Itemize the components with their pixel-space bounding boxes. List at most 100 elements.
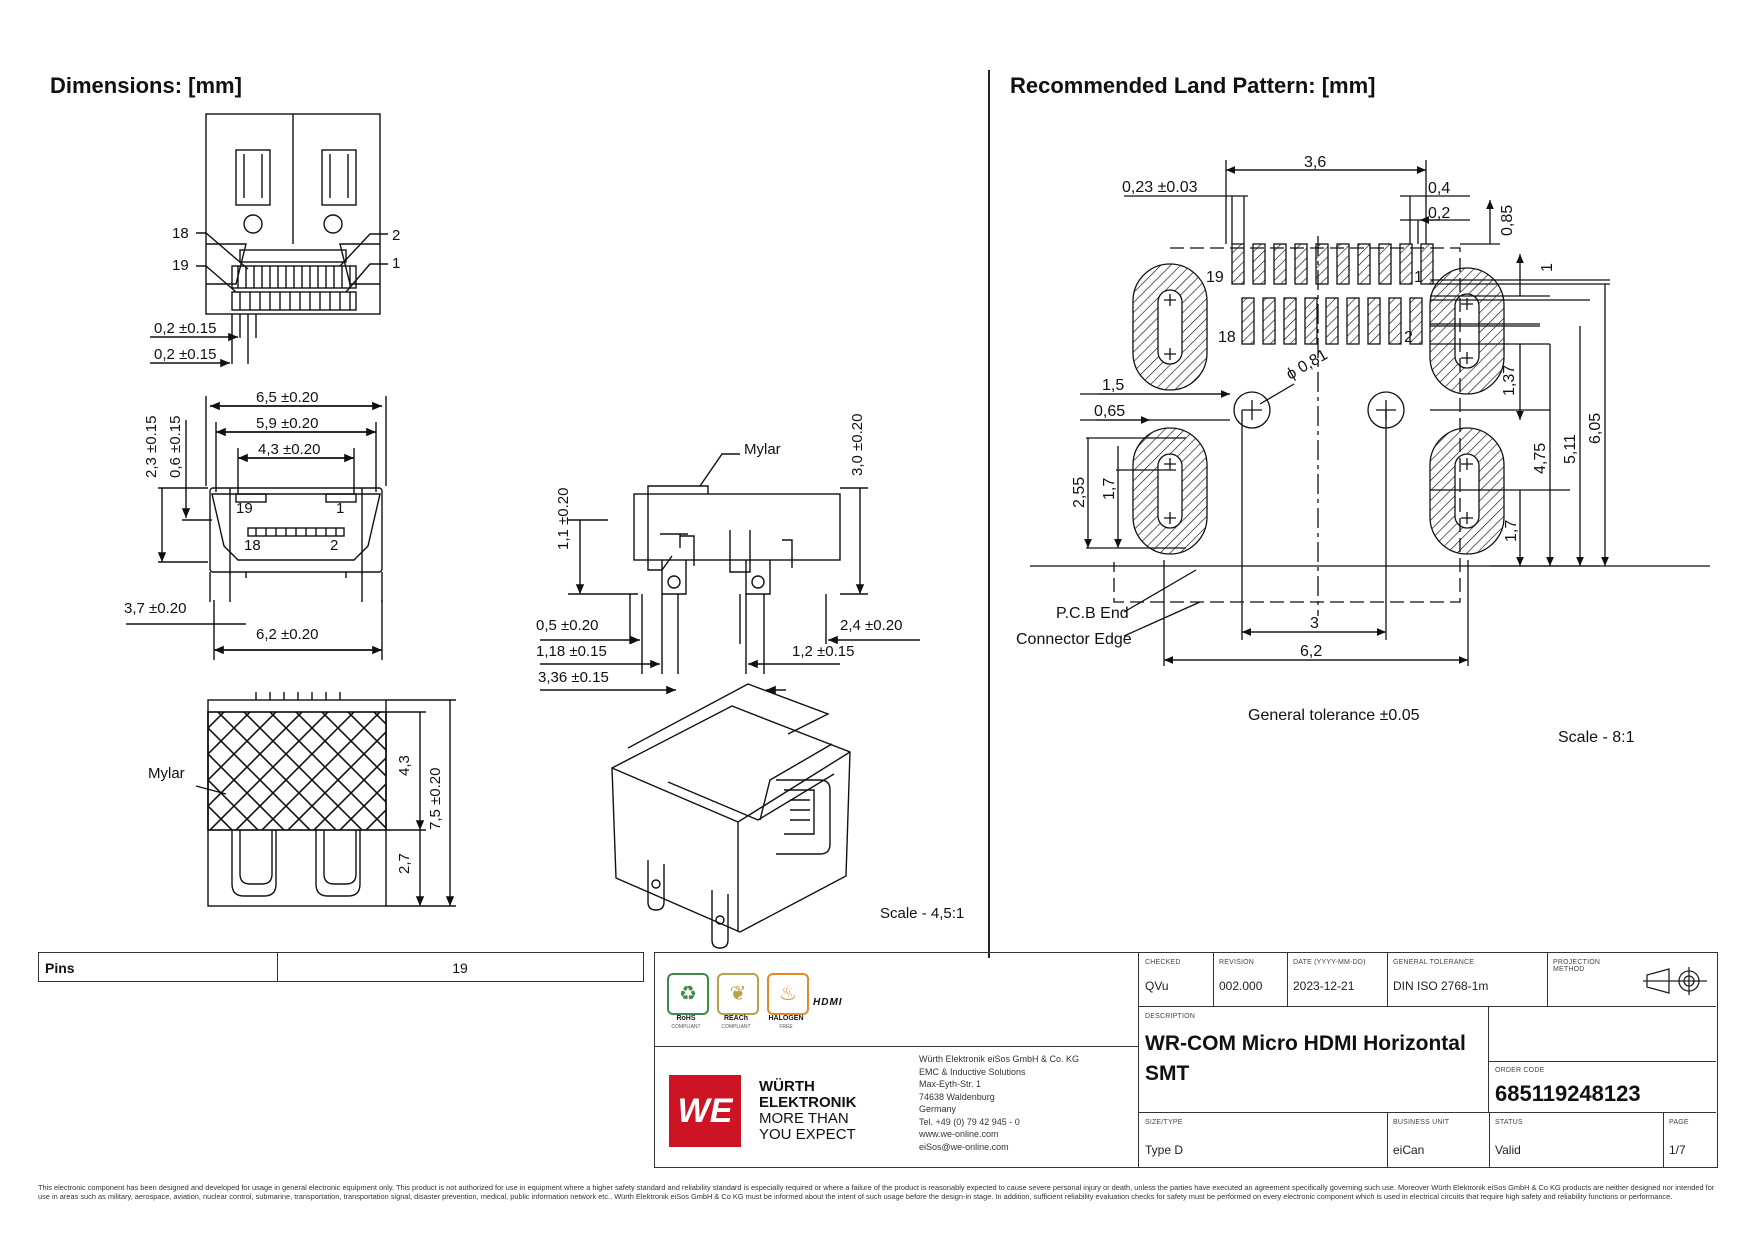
order-code-label: ORDER CODE [1495, 1067, 1545, 1074]
dimensions-title: Dimensions: [mm] [50, 73, 242, 98]
front-pin-1-label: 1 [336, 500, 344, 517]
side-dim-0-5: 0,5 ±0.20 [536, 617, 598, 634]
top-pin-18-label: 18 [172, 225, 189, 242]
bottom-height-7-5: 7,5 ±0.20 [427, 768, 444, 830]
company-address: Würth Elektronik eiSos GmbH & Co. KG EMC… [919, 1054, 1080, 1152]
land-dim-0-65: 0,65 [1094, 403, 1125, 420]
order-code: 685119248123 [1495, 1081, 1641, 1106]
top-dim-1: 0,2 ±0.15 [154, 320, 216, 337]
top-pin-19-label: 19 [172, 257, 189, 274]
company-slogan-1: MORE THAN [759, 1110, 849, 1127]
hdmi-logo: HDMI [813, 997, 843, 1008]
land-scale: Scale - 8:1 [1558, 729, 1635, 746]
size-label: SIZE/TYPE [1145, 1119, 1183, 1126]
pins-label: Pins [45, 960, 75, 976]
land-pitch-0-4: 0,4 [1428, 180, 1450, 197]
pins-value: 19 [452, 960, 468, 976]
legal-disclaimer: This electronic component has been desig… [38, 1183, 1715, 1201]
bottom-height-2-7: 2,7 [396, 853, 413, 874]
front-height-2: 0,6 ±0.15 [167, 416, 184, 478]
front-dim-6-2: 6,2 ±0.20 [256, 626, 318, 643]
reach-icon: ❦ [717, 973, 759, 1015]
land-dim-6-2: 6,2 [1300, 643, 1322, 660]
size-value: Type D [1145, 1143, 1184, 1157]
company-slogan-2: YOU EXPECT [759, 1126, 856, 1143]
rohs-label: RoHS [676, 1015, 696, 1022]
revision-label: REVISION [1219, 959, 1255, 966]
land-dim-1-5: 1,5 [1102, 377, 1124, 394]
revision-value: 002.000 [1219, 979, 1263, 993]
land-v-1: 1 [1539, 263, 1556, 272]
land-pin-18-label: 18 [1218, 329, 1236, 346]
status-label: STATUS [1495, 1119, 1523, 1126]
land-hole-diameter: ϕ 0,81 [1284, 346, 1331, 383]
side-height-1-1: 1,1 ±0.20 [555, 488, 572, 550]
land-pitch-0-2: 0,2 [1428, 205, 1450, 222]
side-dim-1-2: 1,2 ±0.15 [792, 643, 854, 660]
land-dim-3: 3 [1310, 615, 1319, 632]
reach-sub: COMPLIANT [721, 1024, 751, 1030]
top-dim-2: 0,2 ±0.15 [154, 346, 216, 363]
front-width-2: 5,9 ±0.20 [256, 415, 318, 432]
connector-edge-label: Connector Edge [1016, 631, 1132, 648]
land-pin-2-label: 2 [1404, 329, 1413, 346]
land-v-2-55: 2,55 [1071, 477, 1088, 508]
front-width-3: 4,3 ±0.20 [258, 441, 320, 458]
company-name-2: ELEKTRONIK [759, 1094, 857, 1111]
land-v-1-37: 1,37 [1501, 365, 1518, 396]
side-height-3-0: 3,0 ±0.20 [849, 414, 866, 476]
projection-label: PROJECTION METHOD [1553, 959, 1601, 973]
top-pin-1-label: 1 [392, 255, 400, 272]
land-pattern-drawing: 3,6 0,23 ±0.03 0,4 0,2 0,85 1 19 1 18 2 … [1016, 154, 1710, 746]
land-v-0-85: 0,85 [1499, 205, 1516, 236]
side-dim-2-4: 2,4 ±0.20 [840, 617, 902, 634]
title-grid: CHECKED QVu REVISION 002.000 DATE (YYYY-… [1139, 953, 1716, 1167]
front-height-1: 2,3 ±0.15 [143, 416, 160, 478]
dimensions-drawing: 18 2 19 1 0,2 ±0.15 0,2 ±0.15 6,5 ±0.20 … [124, 113, 964, 949]
page-label: PAGE [1669, 1119, 1689, 1126]
description-label: DESCRIPTION [1145, 1013, 1196, 1020]
front-pin-19-label: 19 [236, 500, 253, 517]
checked-value: QVu [1145, 979, 1169, 993]
land-v-1-7-left: 1,7 [1101, 478, 1118, 500]
halogen-sub: FREE [779, 1024, 793, 1030]
bottom-mylar-label: Mylar [148, 765, 185, 782]
land-v-1-7-right: 1,7 [1503, 520, 1520, 542]
side-dim-3-36: 3,36 ±0.15 [538, 669, 609, 686]
rohs-sub: COMPLIANT [671, 1024, 701, 1030]
panel-divider [988, 70, 990, 958]
date-value: 2023-12-21 [1293, 979, 1355, 993]
general-tolerance: General tolerance ±0.05 [1248, 707, 1420, 724]
front-dim-3-7: 3,7 ±0.20 [124, 600, 186, 617]
company-block: WE WÜRTH ELEKTRONIK MORE THAN YOU EXPECT… [655, 1047, 1139, 1167]
reach-label: REACh [723, 1015, 749, 1022]
business-unit-label: BUSINESS UNIT [1393, 1119, 1450, 1126]
page-value: 1/7 [1669, 1143, 1686, 1157]
pcb-end-label: P.C.B End [1056, 605, 1129, 622]
compliance-badges: ♻ RoHS COMPLIANT ❦ REACh COMPLIANT ♨ HAL… [655, 953, 1139, 1047]
description-line-1: WR-COM Micro HDMI Horizontal [1145, 1032, 1466, 1055]
top-pin-2-label: 2 [392, 227, 400, 244]
halogen-free-icon: ♨ [767, 973, 809, 1015]
front-pin-2-label: 2 [330, 537, 338, 554]
company-name-1: WÜRTH [759, 1078, 815, 1095]
land-v-4-75: 4,75 [1532, 443, 1549, 474]
side-mylar-label: Mylar [744, 441, 781, 458]
title-block: ♻ RoHS COMPLIANT ❦ REACh COMPLIANT ♨ HAL… [654, 952, 1718, 1168]
dimensions-scale: Scale - 4,5:1 [880, 905, 964, 922]
date-label: DATE (YYYY-MM-DD) [1293, 959, 1366, 966]
projection-method-icon [1643, 967, 1707, 995]
land-pattern-title: Recommended Land Pattern: [mm] [1010, 73, 1376, 98]
description-line-2: SMT [1145, 1062, 1190, 1085]
rohs-icon: ♻ [667, 973, 709, 1015]
business-unit-value: eiCan [1393, 1143, 1425, 1157]
land-v-6-05: 6,05 [1587, 413, 1604, 444]
land-width-3-6: 3,6 [1304, 154, 1326, 171]
land-pin-1-label: 1 [1414, 269, 1423, 286]
halogen-label: HALOGEN [768, 1015, 804, 1022]
land-pad-width: 0,23 ±0.03 [1122, 179, 1198, 196]
tolerance-label: GENERAL TOLERANCE [1393, 959, 1475, 966]
we-logo: WE [669, 1075, 741, 1147]
bottom-height-4-3: 4,3 [396, 755, 413, 776]
side-dim-1-18: 1,18 ±0.15 [536, 643, 607, 660]
